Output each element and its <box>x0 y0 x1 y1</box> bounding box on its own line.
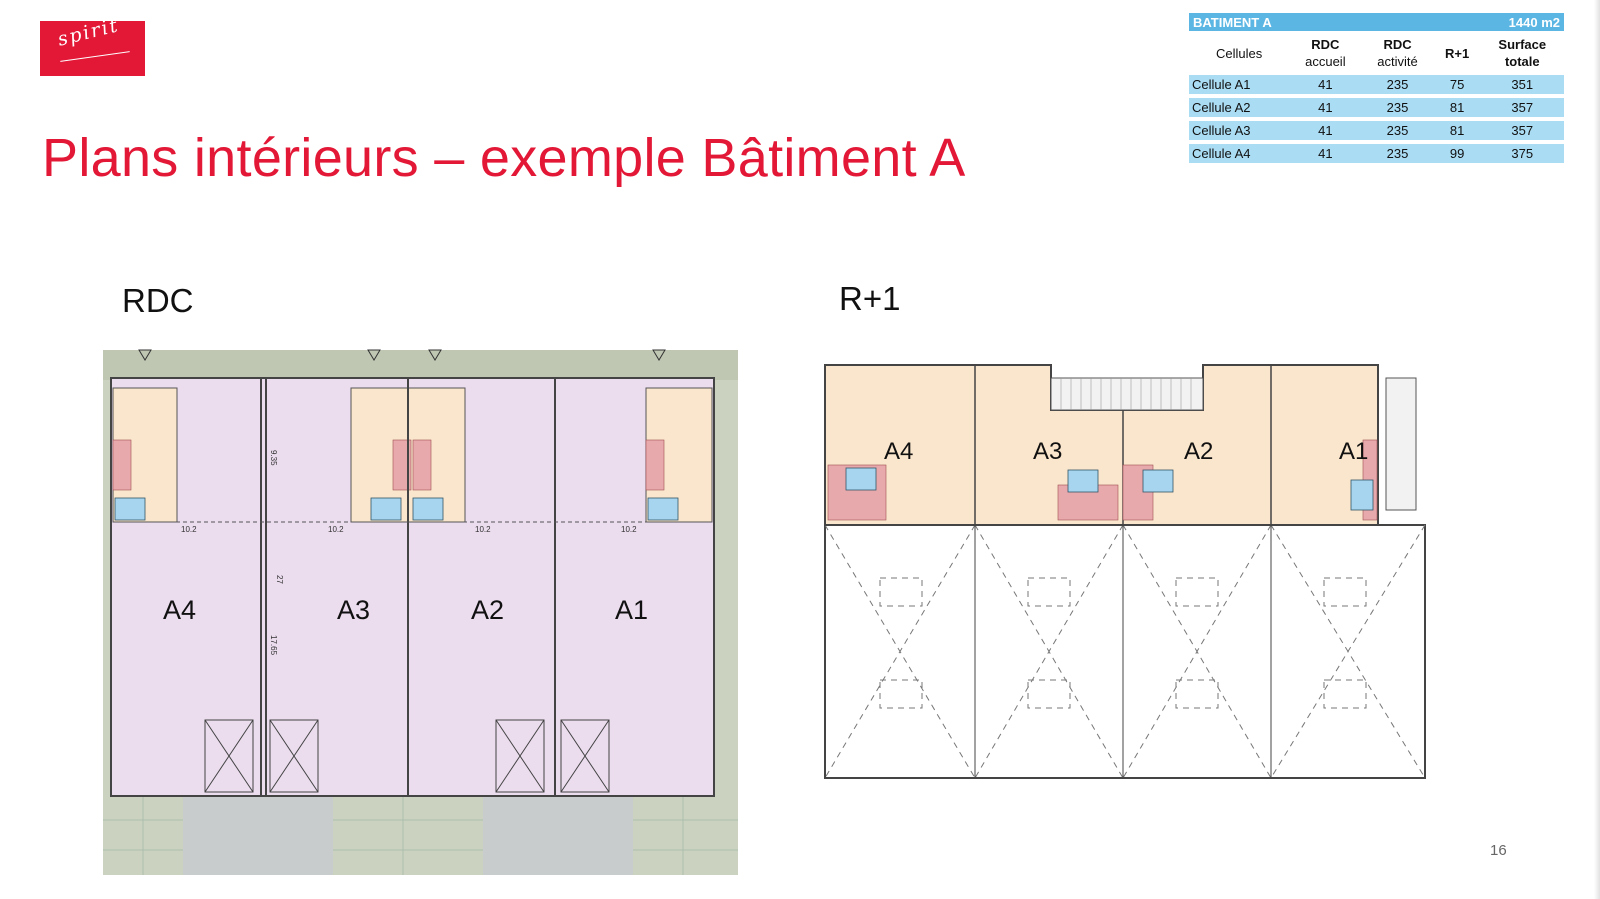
roof-cross-bracing <box>824 524 1426 779</box>
rdc-label: RDC <box>122 282 194 319</box>
r1-unit-a1: A1 <box>1339 438 1368 465</box>
header-r1: R+1 <box>1444 45 1470 61</box>
cell-rdc-accueil: 41 <box>1289 98 1362 117</box>
cell-total: 357 <box>1480 121 1564 140</box>
rdc-unit-a2: A2 <box>471 595 504 625</box>
cell-total: 351 <box>1480 75 1564 94</box>
site-front-strip <box>103 350 738 380</box>
dim-width-a2: 10.2 <box>475 525 491 534</box>
entrance-markers <box>138 349 666 361</box>
party-walls <box>260 378 556 796</box>
header-cellules: Cellules <box>1216 45 1263 61</box>
r1-unit-a4: A4 <box>884 438 913 465</box>
paving-area <box>483 790 633 875</box>
cell-cellule: Cellule A2 <box>1189 98 1290 117</box>
paving-area <box>183 790 333 875</box>
table-row: Cellule A3 41 235 81 357 <box>1189 121 1564 140</box>
table-row: Cellule A2 41 235 81 357 <box>1189 98 1564 117</box>
dimension-labels: 10.2 10.2 10.2 10.2 9.35 27 17.65 <box>181 450 637 656</box>
rdc-unit-a3: A3 <box>337 595 370 625</box>
walkway <box>1050 377 1204 411</box>
roof-outline <box>824 524 1426 779</box>
rdc-unit-a1: A1 <box>615 595 648 625</box>
page-number: 16 <box>1490 842 1507 859</box>
walkway-grating <box>1060 378 1192 410</box>
r1-label: R+1 <box>839 280 901 317</box>
cell-rdc-accueil: 41 <box>1289 121 1362 140</box>
loading-doors <box>204 719 610 793</box>
cell-cellule: Cellule A4 <box>1189 144 1290 163</box>
dim-total-depth: 27 <box>275 575 284 584</box>
cell-rdc-accueil: 41 <box>1289 75 1362 94</box>
dim-front-depth: 9.35 <box>269 450 278 466</box>
r1-unit-a2: A2 <box>1184 438 1213 465</box>
stairs <box>112 439 665 491</box>
dim-width-a4: 10.2 <box>181 525 197 534</box>
cell-r1: 81 <box>1433 98 1481 117</box>
surface-table-total: 1440 m2 <box>1433 13 1564 31</box>
cell-r1: 75 <box>1433 75 1481 94</box>
logo-underline <box>60 51 130 62</box>
surface-table-title: BATIMENT A <box>1189 13 1434 31</box>
table-row: Cellule A1 41 235 75 351 <box>1189 75 1564 94</box>
cell-rdc-activite: 235 <box>1361 144 1434 163</box>
cell-cellule: Cellule A3 <box>1189 121 1290 140</box>
cell-r1: 99 <box>1433 144 1481 163</box>
cell-rdc-accueil: 41 <box>1289 144 1362 163</box>
cell-rdc-activite: 235 <box>1361 121 1434 140</box>
logo-wordmark: spirit <box>55 14 122 51</box>
slide-edge-shadow <box>1594 0 1600 899</box>
dim-width-a1: 10.2 <box>621 525 637 534</box>
upper-sanitary <box>845 467 1374 511</box>
dim-rear-depth: 17.65 <box>269 635 278 656</box>
rdc-unit-a4: A4 <box>163 595 196 625</box>
surface-table-title-row: BATIMENT A 1440 m2 <box>1189 13 1564 31</box>
roof-bays <box>974 525 1272 778</box>
cell-cellule: Cellule A1 <box>1189 75 1290 94</box>
table-row: Cellule A4 41 235 99 375 <box>1189 144 1564 163</box>
cell-rdc-activite: 235 <box>1361 75 1434 94</box>
external-stair <box>1385 377 1417 511</box>
r1-unit-a3: A3 <box>1033 438 1062 465</box>
rdc-floor-plan: 10.2 10.2 10.2 10.2 9.35 27 17.65 A4 A3 … <box>103 349 738 875</box>
slide-title: Plans intérieurs – exemple Bâtiment A <box>42 128 966 188</box>
sanitary-blocks <box>114 497 679 521</box>
dim-width-a3: 10.2 <box>328 525 344 534</box>
spirit-logo: spirit <box>40 14 145 76</box>
r1-floor-plan: A4 A3 A2 A1 <box>824 364 1426 779</box>
cell-total: 357 <box>1480 98 1564 117</box>
parking-grid <box>103 790 738 875</box>
cell-r1: 81 <box>1433 121 1481 140</box>
cell-rdc-activite: 235 <box>1361 98 1434 117</box>
cell-total: 375 <box>1480 144 1564 163</box>
